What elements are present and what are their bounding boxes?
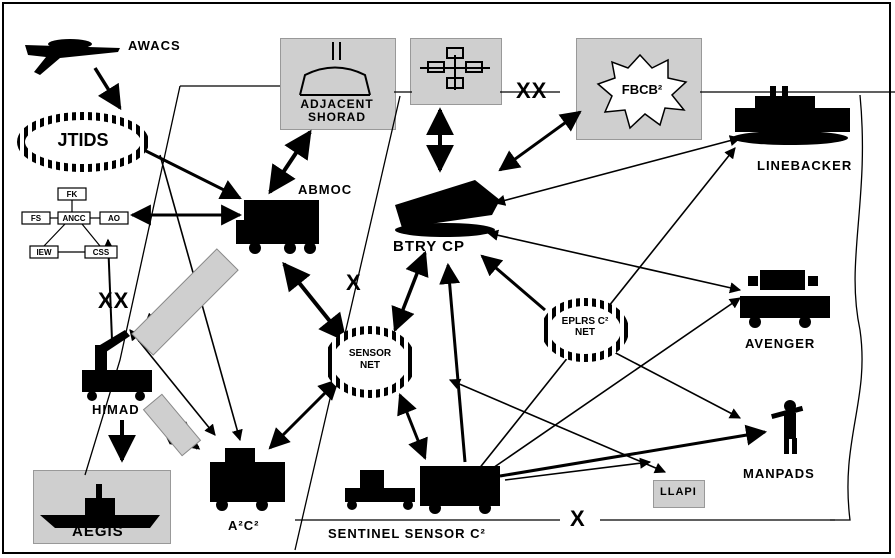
- awacs-aircraft-icon: [25, 39, 120, 75]
- adjacent-shorad-label: ADJACENT SHORAD: [300, 97, 374, 124]
- arrow-sensornet-a2c2: [268, 378, 340, 450]
- arrow-btrycp-sensornet: [391, 250, 429, 333]
- adjacent-shorad-box: [280, 38, 396, 130]
- fbcb2-burst-icon: [596, 53, 688, 130]
- chart-node-br-text: CSS: [93, 248, 110, 257]
- btry-cp-label: BTRY CP: [393, 238, 466, 255]
- aegis-ship-icon: [40, 484, 160, 528]
- chart-node-top-text: FK: [67, 190, 78, 199]
- arrow-awacs-jtids: [93, 67, 122, 111]
- arrow-btrycp-avenger: [486, 229, 742, 294]
- xx-left-boundary: XX: [98, 288, 130, 313]
- boundary-left-diagonal: [84, 85, 280, 476]
- aegis-label: AEGIS: [72, 523, 124, 540]
- x-bottom-boundary: X: [570, 506, 586, 531]
- jtids-label: JTIDS: [57, 130, 109, 150]
- llapi-label: LLAPI: [660, 486, 697, 498]
- chart-node-mid-text: ANCC: [62, 214, 85, 223]
- arrow-btrycp-linebacker: [493, 135, 742, 206]
- arrow-sentinel-btrycp: [439, 262, 467, 463]
- manpads-soldier-icon: [771, 400, 804, 454]
- c2-node-chart: [21, 187, 129, 259]
- sensor-net-ring: [324, 326, 416, 398]
- chart-node-right-text: AO: [108, 214, 120, 223]
- manpads-label: MANPADS: [743, 466, 815, 481]
- x-mid-boundary: X: [346, 270, 362, 295]
- btry-cp-vehicle-icon: [395, 180, 500, 237]
- network-node-icon: [420, 47, 490, 90]
- arrow-sentinel-avenger: [489, 297, 741, 471]
- arrow-shorad-abmoc: [268, 129, 312, 195]
- link-strip-1: [131, 248, 239, 356]
- xx-top-boundary: XX: [516, 78, 548, 103]
- a2c2-label: A²C²: [228, 518, 260, 533]
- abmoc-label: ABMOC: [298, 182, 353, 197]
- himad-launcher-icon: [82, 330, 152, 401]
- sentinel-radar-icon: [345, 470, 415, 510]
- link-strip-2: [142, 393, 202, 457]
- eplrs-label: EPLRS C² NET: [561, 316, 609, 338]
- awacs-label: AWACS: [128, 38, 181, 53]
- arrow-abmoc-sensornet: [282, 261, 347, 343]
- arrow-eplrs-btrycp: [480, 254, 546, 312]
- arrow-sensornet-llapi: [448, 378, 667, 474]
- jtids-ring: [17, 112, 149, 172]
- shorad-radar-icon: [299, 42, 371, 96]
- abmoc-vehicle-icon: [236, 200, 319, 254]
- arrow-sentinel-llapi: [504, 457, 652, 481]
- avenger-vehicle-icon: [740, 270, 830, 328]
- boundary-lines: [84, 85, 895, 551]
- arrow-himad-a2c2: [129, 329, 216, 436]
- arrow-btrycp-fbcb2: [498, 110, 582, 172]
- himad-label: HIMAD: [92, 402, 140, 417]
- a2c2-vehicle-icon: [210, 448, 285, 511]
- sensor-net-label: SENSOR NET: [348, 348, 392, 371]
- chart-node-left-text: FS: [31, 214, 42, 223]
- linebacker-vehicle-icon: [732, 86, 850, 145]
- boundary-right-edge: [830, 94, 864, 521]
- sentinel-label: SENTINEL SENSOR C²: [328, 526, 486, 541]
- chart-node-bl-text: IEW: [36, 248, 52, 257]
- avenger-label: AVENGER: [745, 336, 816, 351]
- arrow-jtids-abmoc: [139, 146, 242, 200]
- linebacker-label: LINEBACKER: [757, 158, 853, 173]
- eplrs-ring: [541, 298, 629, 362]
- fbcb2-label: FBCB²: [621, 82, 663, 97]
- arrow-sentinel-manpads: [499, 424, 768, 478]
- arrow-sensornet-sentinel: [397, 393, 428, 460]
- boundary-mid-diagonal: [294, 91, 412, 551]
- sentinel-vehicle-icon: [420, 466, 500, 514]
- llapi-box: [653, 480, 705, 508]
- arrow-eplrs-manpads: [609, 349, 741, 419]
